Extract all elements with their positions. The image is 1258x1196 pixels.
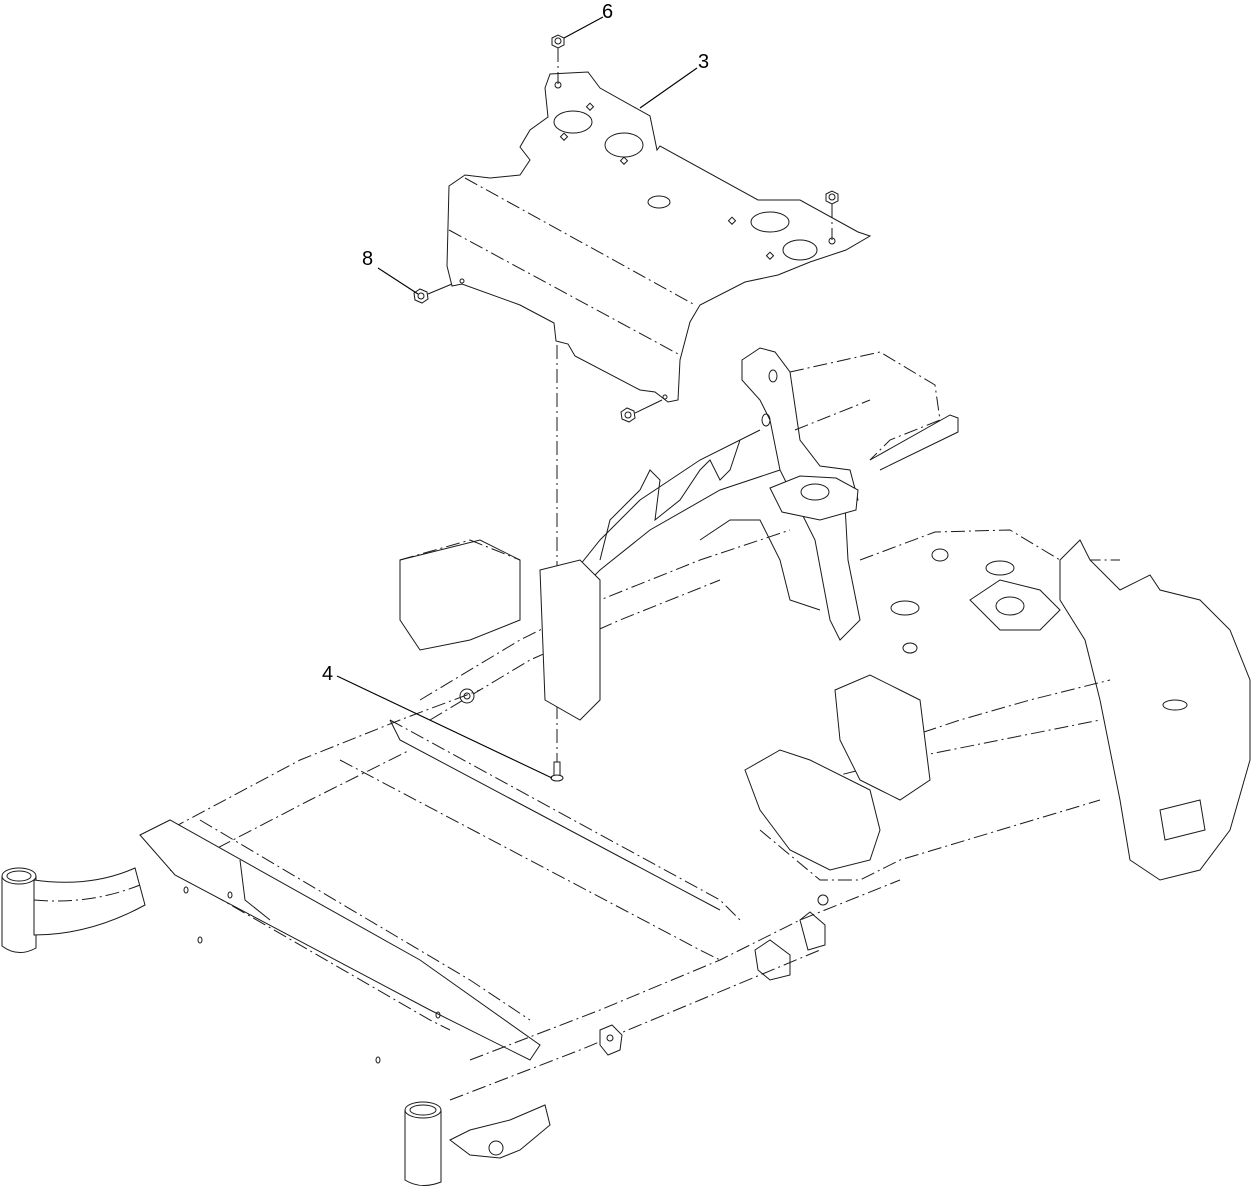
leader-8 xyxy=(377,267,419,295)
callout-label-4: 4 xyxy=(322,663,334,685)
leader-3 xyxy=(639,67,698,109)
leader-lines xyxy=(336,16,698,779)
caster-tube-left xyxy=(1,867,146,953)
frame-rear-tower xyxy=(741,347,959,641)
frame-right-platform xyxy=(819,529,1251,881)
bolt-left xyxy=(413,283,453,304)
caster-tube-right xyxy=(404,1101,442,1186)
callout-label-8: 8 xyxy=(362,248,374,270)
frame-middle-bracket xyxy=(744,674,1101,981)
callout-label-6: 6 xyxy=(602,1,614,23)
leader-6 xyxy=(563,16,604,39)
nut-top-right xyxy=(825,190,839,240)
frame-front-rails xyxy=(139,689,901,1159)
nut-top-left xyxy=(551,34,565,84)
frame-center-spine xyxy=(399,429,821,721)
cover-plate xyxy=(446,71,872,403)
leader-4 xyxy=(336,675,553,779)
bolt-right xyxy=(620,399,663,423)
callout-label-3: 3 xyxy=(698,51,710,73)
stud-frame xyxy=(550,345,564,782)
